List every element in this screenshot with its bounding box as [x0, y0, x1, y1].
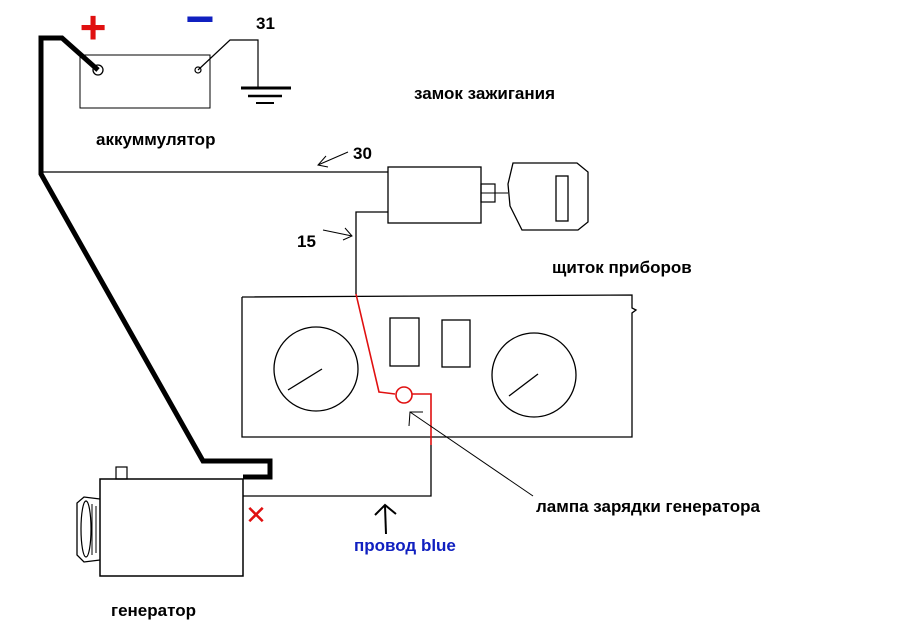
ignition-lock-label: замок зажигания [414, 84, 555, 103]
generator-body [99, 478, 244, 577]
charge-lamp-label: лампа зарядки генератора [536, 497, 760, 516]
battery [79, 54, 211, 109]
terminal-30-label: 30 [353, 144, 372, 163]
generator [76, 466, 244, 577]
ignition-lock [387, 162, 589, 231]
ignition-key-slot [555, 175, 569, 222]
instrument-panel-frame [241, 294, 638, 438]
disconnected-mark: ✕ [245, 500, 267, 530]
generator-terminal-stud [115, 466, 128, 480]
ground-wire [197, 39, 259, 88]
blue-wire-pointer [374, 503, 397, 535]
minus-sign: − [185, 0, 214, 47]
generator-pulley [76, 496, 101, 563]
blue-wire [243, 445, 432, 497]
instrument-panel-label: щиток приборов [552, 258, 692, 277]
wire-30-pointer [317, 151, 349, 168]
generator-label: генератор [111, 601, 196, 620]
charge-lamp [395, 386, 413, 404]
ignition-key-head [507, 162, 589, 231]
wire-15 [355, 211, 388, 294]
battery-label: аккуммулятор [96, 130, 215, 149]
ignition-lock-body [387, 166, 482, 224]
plus-sign: + [80, 1, 107, 53]
instrument-panel [241, 294, 638, 438]
terminal-15-label: 15 [297, 232, 316, 251]
gauge-left [273, 326, 359, 412]
charge-lamp-pointer [408, 411, 534, 497]
lamp-return-wire [412, 393, 432, 445]
wire-15-pointer [322, 227, 353, 241]
blue-wire-label: провод blue [354, 536, 456, 555]
main-power-cable [38, 35, 273, 480]
battery-body [79, 54, 211, 109]
ground-symbol [197, 39, 291, 104]
indicator-window-1 [389, 317, 420, 367]
lamp-feed-wire [355, 293, 396, 395]
gauge-right [491, 332, 577, 418]
terminal-31-label: 31 [256, 14, 275, 33]
indicator-window-2 [441, 319, 471, 368]
